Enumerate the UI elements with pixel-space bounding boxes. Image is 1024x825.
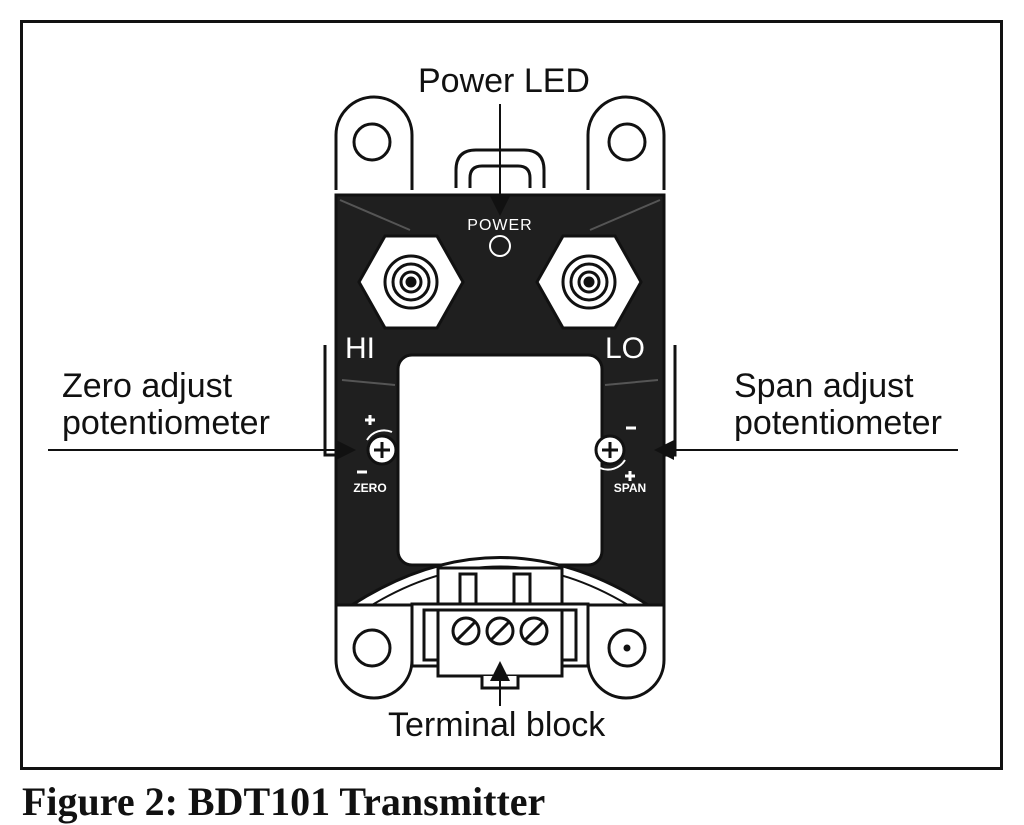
span-adjust-label-line2: potentiometer	[734, 404, 942, 442]
terminal-block-label: Terminal block	[388, 706, 606, 744]
zero-potentiometer	[366, 429, 398, 466]
figure-frame	[20, 20, 1003, 770]
bottom-left-mount-ear	[334, 605, 414, 700]
power-text: POWER	[467, 217, 532, 234]
figure-caption: Figure 2: BDT101 Transmitter	[22, 779, 546, 824]
span-text: SPAN	[614, 481, 646, 495]
lo-text: LO	[605, 332, 645, 365]
top-left-mount-hole	[352, 122, 392, 162]
power-led-label: Power LED	[418, 62, 590, 100]
span-adjust-label-line1: Span adjust	[734, 367, 914, 405]
label-panel	[396, 353, 604, 567]
span-potentiometer	[594, 434, 626, 471]
top-right-mount-ear	[586, 95, 666, 190]
terminal-block	[410, 566, 590, 690]
zero-adjust-label-line2: potentiometer	[62, 404, 270, 442]
bottom-left-mount-hole	[352, 628, 392, 668]
bottom-right-mount-hole	[607, 628, 647, 668]
top-left-mount-ear	[334, 95, 414, 190]
zero-text: ZERO	[353, 481, 386, 495]
power-led	[489, 235, 511, 257]
hi-text: HI	[345, 332, 375, 365]
bottom-right-mount-ear	[586, 605, 666, 700]
top-right-mount-hole	[607, 122, 647, 162]
zero-adjust-label-line1: Zero adjust	[62, 367, 233, 405]
